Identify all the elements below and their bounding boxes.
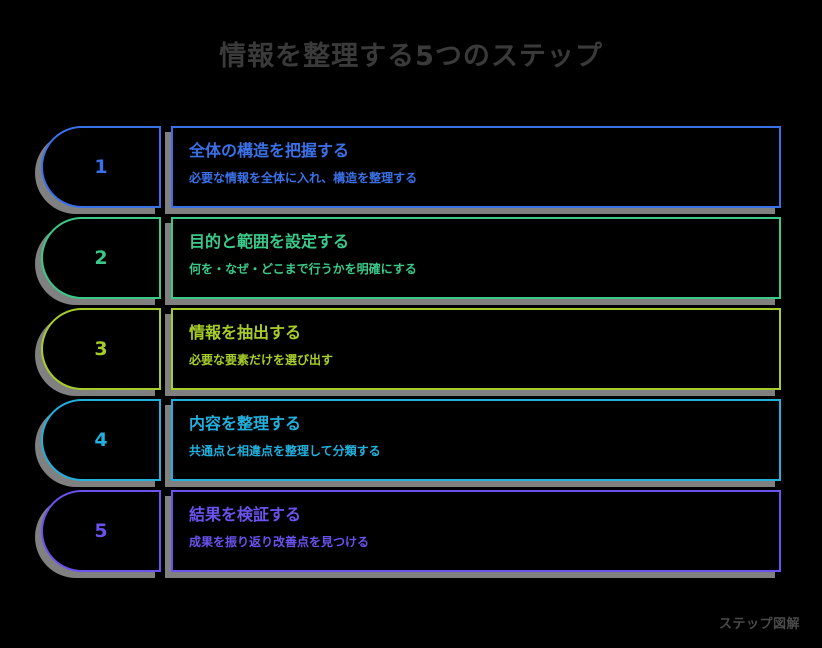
step-subline: 成果を振り返り改善点を見つける [189,534,370,549]
page-title: 情報を整理する5つのステップ [219,41,603,72]
step-number-badge[interactable]: 4 [41,399,161,481]
step-row: 4 内容を整理する 共通点と相違点を整理して分類する [35,399,781,487]
step-row: 5 結果を検証する 成果を振り返り改善点を見つける [35,490,781,578]
step-body[interactable]: 情報を抽出する 必要な要素だけを選び出す [171,308,781,390]
step-row: 1 全体の構造を把握する 必要な情報を全体に入れ、構造を整理する [35,126,781,214]
step-row: 3 情報を抽出する 必要な要素だけを選び出す [35,308,781,396]
step-number-label: 2 [94,246,108,269]
step-number-badge[interactable]: 2 [41,217,161,299]
title-container: 情報を整理する5つのステップ [0,40,822,74]
step-subline: 必要な要素だけを選び出す [189,352,334,367]
step-body[interactable]: 全体の構造を把握する 必要な情報を全体に入れ、構造を整理する [171,126,781,208]
step-number-badge[interactable]: 1 [41,126,161,208]
step-number-label: 4 [94,428,108,451]
step-number-label: 1 [94,155,108,178]
step-headline: 結果を検証する [189,505,302,524]
step-number-label: 5 [94,519,108,542]
step-body[interactable]: 結果を検証する 成果を振り返り改善点を見つける [171,490,781,572]
step-number-label: 3 [94,337,108,360]
step-body[interactable]: 目的と範囲を設定する 何を・なぜ・どこまで行うかを明確にする [171,217,781,299]
step-number-badge[interactable]: 3 [41,308,161,390]
step-headline: 内容を整理する [189,414,302,433]
step-subline: 何を・なぜ・どこまで行うかを明確にする [189,261,417,276]
step-body[interactable]: 内容を整理する 共通点と相違点を整理して分類する [171,399,781,481]
step-headline: 目的と範囲を設定する [189,232,350,251]
watermark: ステップ図解 [718,617,800,632]
step-row: 2 目的と範囲を設定する 何を・なぜ・どこまで行うかを明確にする [35,217,781,305]
step-number-badge[interactable]: 5 [41,490,161,572]
step-subline: 共通点と相違点を整理して分類する [189,443,381,458]
step-list: 1 全体の構造を把握する 必要な情報を全体に入れ、構造を整理する 2 目的と範囲… [35,126,781,578]
step-headline: 情報を抽出する [189,323,302,342]
step-subline: 必要な情報を全体に入れ、構造を整理する [189,170,418,185]
step-headline: 全体の構造を把握する [189,141,350,160]
